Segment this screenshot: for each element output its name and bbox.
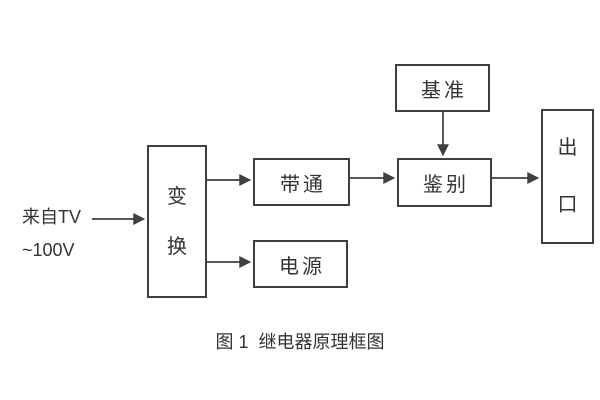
block-output-char-2: 口 <box>557 194 578 216</box>
block-power-label: 电源 <box>279 255 325 278</box>
block-transform-char-1: 变 <box>167 185 187 208</box>
block-discriminator: 鉴别 <box>397 158 492 207</box>
block-transform: 变 换 <box>147 145 207 298</box>
block-output-char-1: 出 <box>557 137 578 159</box>
block-bandpass: 带通 <box>253 158 350 206</box>
block-reference: 基准 <box>395 64 490 112</box>
block-reference-label: 基准 <box>421 79 467 102</box>
block-transform-char-2: 换 <box>167 235 187 258</box>
block-power: 电源 <box>253 240 348 288</box>
block-output: 出 口 <box>541 109 594 244</box>
input-source-label-line1: 来自TV <box>22 207 82 227</box>
figure-caption: 图 1 继电器原理框图 <box>215 332 385 352</box>
input-source-label-line2: ~100V <box>22 240 75 260</box>
block-discriminator-label: 鉴别 <box>423 174 469 196</box>
block-bandpass-label: 带通 <box>280 173 326 196</box>
